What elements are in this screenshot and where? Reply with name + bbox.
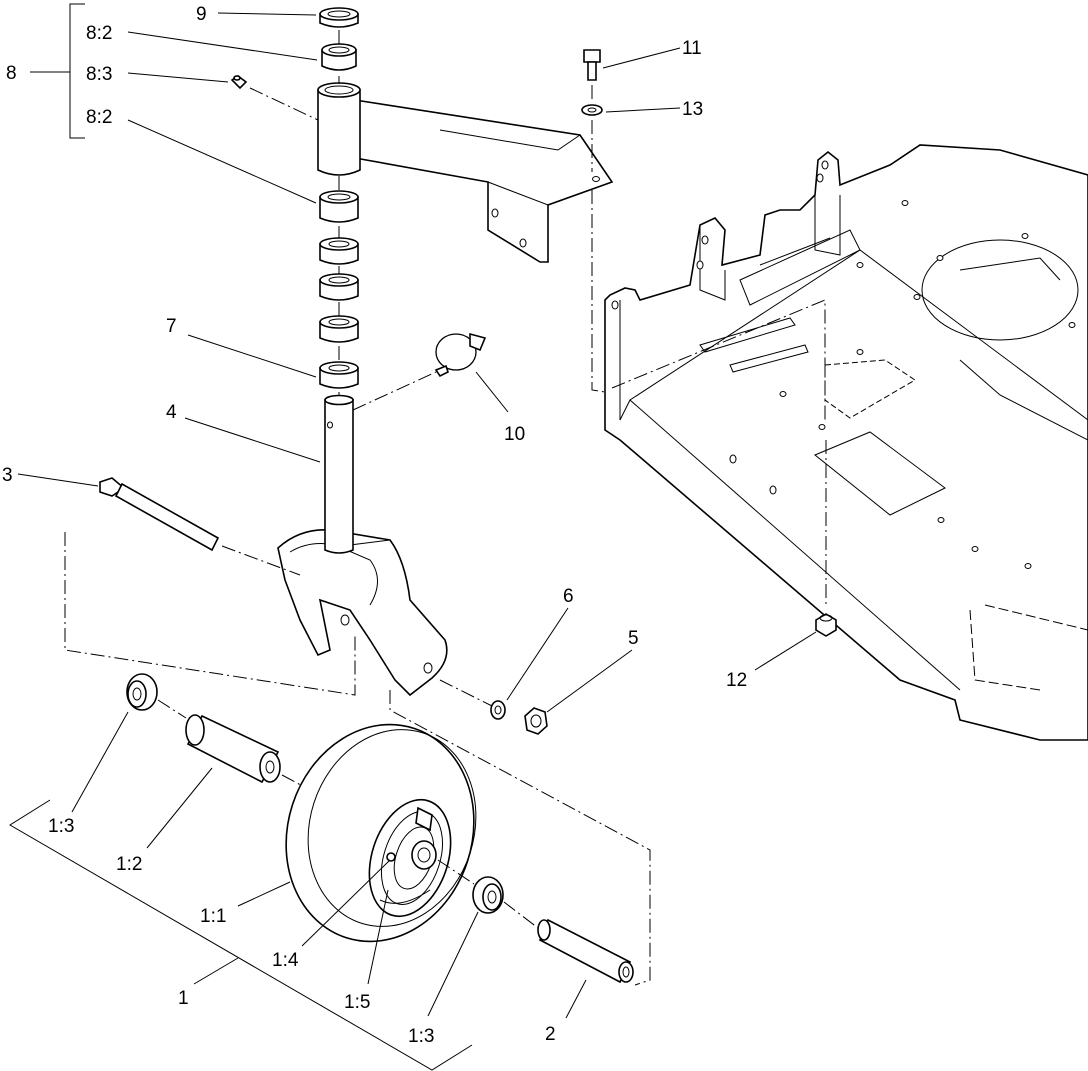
callout-1-1: 1:1: [200, 906, 226, 927]
caster-fork: [277, 529, 448, 697]
arm-tube: [317, 82, 361, 176]
spacer-stack-7: [319, 237, 359, 389]
caster-shaft-4: [324, 394, 354, 554]
nut-5: [524, 707, 548, 735]
callout-8-2-lower: 8:2: [86, 107, 112, 128]
spacer-tube-2: [537, 918, 634, 984]
bolt-3: [99, 477, 220, 552]
callout-11: 11: [682, 38, 702, 59]
callout-8: 8: [6, 63, 17, 84]
callout-1-4: 1:4: [272, 950, 299, 971]
bushing-8-2-upper: [321, 43, 357, 71]
callout-12: 12: [726, 670, 747, 691]
callout-1-3-right: 1:3: [408, 1026, 434, 1047]
spacer-tube-1-2: [185, 714, 281, 784]
flange-bushing-1-3-right: [472, 876, 504, 914]
callout-1-5: 1:5: [344, 992, 370, 1013]
callout-13: 13: [682, 99, 703, 120]
lynch-pin-10: [434, 332, 487, 378]
callout-8-2-upper: 8:2: [86, 23, 112, 44]
flange-bushing-1-3-left: [126, 673, 158, 711]
callout-9: 9: [196, 4, 207, 25]
callout-10: 10: [504, 424, 525, 445]
callout-6: 6: [563, 586, 574, 607]
callout-8-3: 8:3: [86, 64, 112, 85]
flange-bushing-9: [319, 7, 359, 28]
caster-arm: [354, 99, 614, 263]
grease-fitting-8-3: [230, 75, 248, 90]
washer-13: [581, 104, 603, 116]
leader-lines: [9, 3, 817, 1071]
callout-1: 1: [178, 988, 189, 1009]
callout-1-2: 1:2: [116, 854, 142, 875]
grease-fitting-1-4: [386, 852, 396, 862]
wheel-1-1: [285, 723, 477, 943]
callout-5: 5: [628, 628, 639, 649]
callout-3: 3: [2, 465, 13, 486]
callout-1-3-left: 1:3: [48, 816, 74, 837]
bolt-11: [583, 49, 601, 81]
nut-12: [815, 613, 837, 637]
callout-7: 7: [166, 316, 177, 337]
washer-6: [490, 700, 506, 720]
bushing-8-2-lower: [319, 190, 359, 223]
callout-2: 2: [545, 1024, 556, 1045]
callout-4: 4: [166, 402, 177, 423]
mower-deck: [604, 144, 1088, 741]
